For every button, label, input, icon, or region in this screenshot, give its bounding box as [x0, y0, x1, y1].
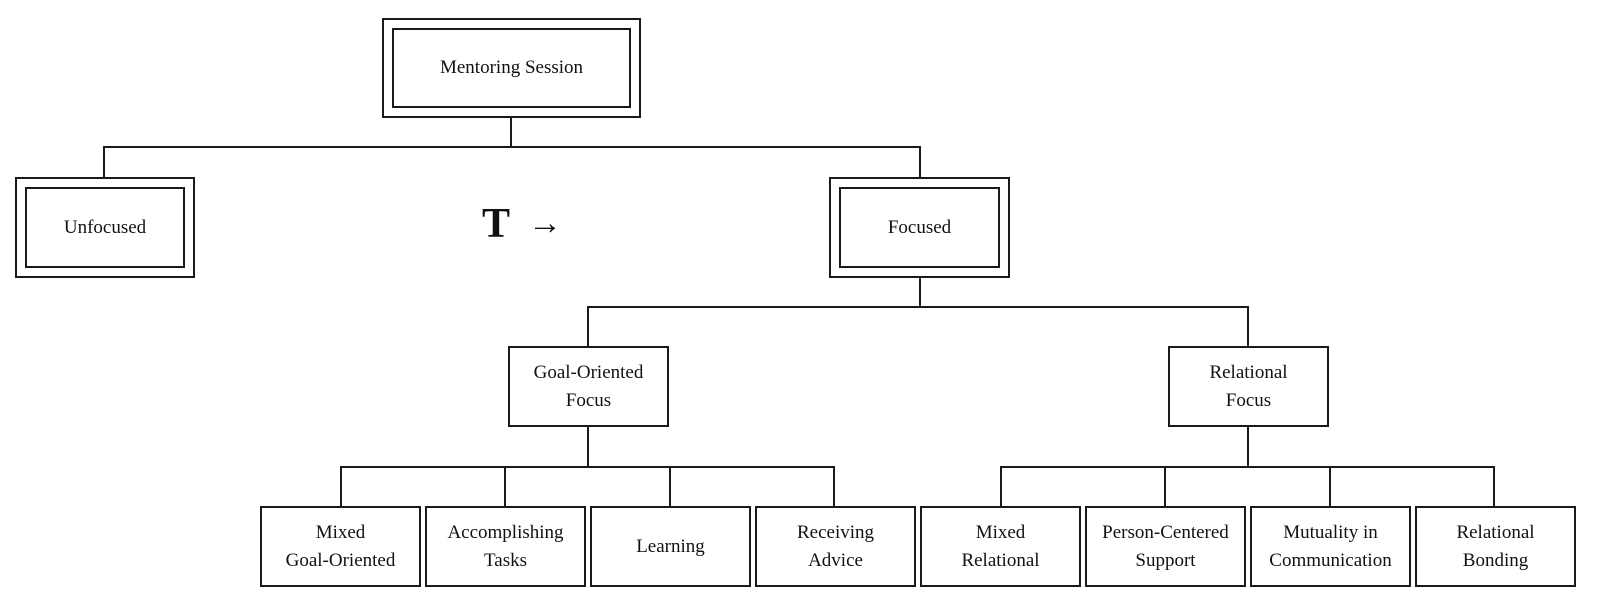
leaf-node: Mixed Relational	[920, 506, 1081, 587]
relational-focus-label: Relational Focus	[1209, 361, 1288, 411]
relational-focus-node: Relational Focus	[1168, 346, 1329, 427]
leaf-label: Mixed Relational	[961, 521, 1040, 571]
connector-leaf-1	[340, 466, 342, 508]
goal-oriented-focus-label: Goal-Oriented Focus	[533, 361, 644, 411]
root-label: Mentoring Session	[439, 57, 584, 78]
connector-leaf-7	[1329, 466, 1331, 508]
transition-marker: T →	[482, 200, 562, 248]
unfocused-node: Unfocused	[15, 177, 195, 278]
leaf-node: Relational Bonding	[1415, 506, 1576, 587]
right-arrow-icon: →	[528, 205, 563, 242]
connector-leaf-8	[1493, 466, 1495, 508]
leaf-node: Accomplishing Tasks	[425, 506, 586, 587]
connector-leaf-6	[1164, 466, 1166, 508]
leaf-node: Mutuality in Communication	[1250, 506, 1411, 587]
leaf-node: Learning	[590, 506, 751, 587]
unfocused-label: Unfocused	[63, 216, 147, 238]
connector-to-focused	[919, 146, 921, 178]
connector-to-relational	[1247, 306, 1249, 348]
marker-letter: T	[482, 201, 511, 247]
connector-goal-leaves-bar	[340, 466, 835, 468]
leaf-node: Receiving Advice	[755, 506, 916, 587]
leaf-label: Mixed Goal-Oriented	[285, 521, 396, 571]
connector-leaf-5	[1000, 466, 1002, 508]
connector-to-unfocused	[103, 146, 105, 178]
leaf-label: Person-Centered Support	[1102, 521, 1229, 571]
leaf-label: Mutuality in Communication	[1269, 521, 1392, 571]
leaf-label: Accomplishing Tasks	[447, 521, 564, 571]
leaf-node: Mixed Goal-Oriented	[260, 506, 421, 587]
connector-relational-down	[1247, 426, 1249, 468]
connector-leaf-4	[833, 466, 835, 508]
connector-relational-leaves-bar	[1000, 466, 1495, 468]
connector-goal-down	[587, 426, 589, 468]
focused-label: Focused	[887, 216, 952, 238]
root-node: Mentoring Session	[382, 18, 641, 118]
focused-node: Focused	[829, 177, 1010, 278]
connector-level2-bar	[587, 306, 1249, 308]
leaf-label: Relational Bonding	[1456, 521, 1535, 571]
goal-oriented-focus-node: Goal-Oriented Focus	[508, 346, 669, 427]
connector-level1-bar	[103, 146, 921, 148]
leaf-node: Person-Centered Support	[1085, 506, 1246, 587]
connector-leaf-2	[504, 466, 506, 508]
connector-leaf-3	[669, 466, 671, 508]
leaf-label: Receiving Advice	[796, 521, 875, 571]
connector-focused-down	[919, 277, 921, 308]
connector-to-goal	[587, 306, 589, 348]
leaf-label: Learning	[636, 535, 705, 557]
connector-root-down	[510, 117, 512, 148]
